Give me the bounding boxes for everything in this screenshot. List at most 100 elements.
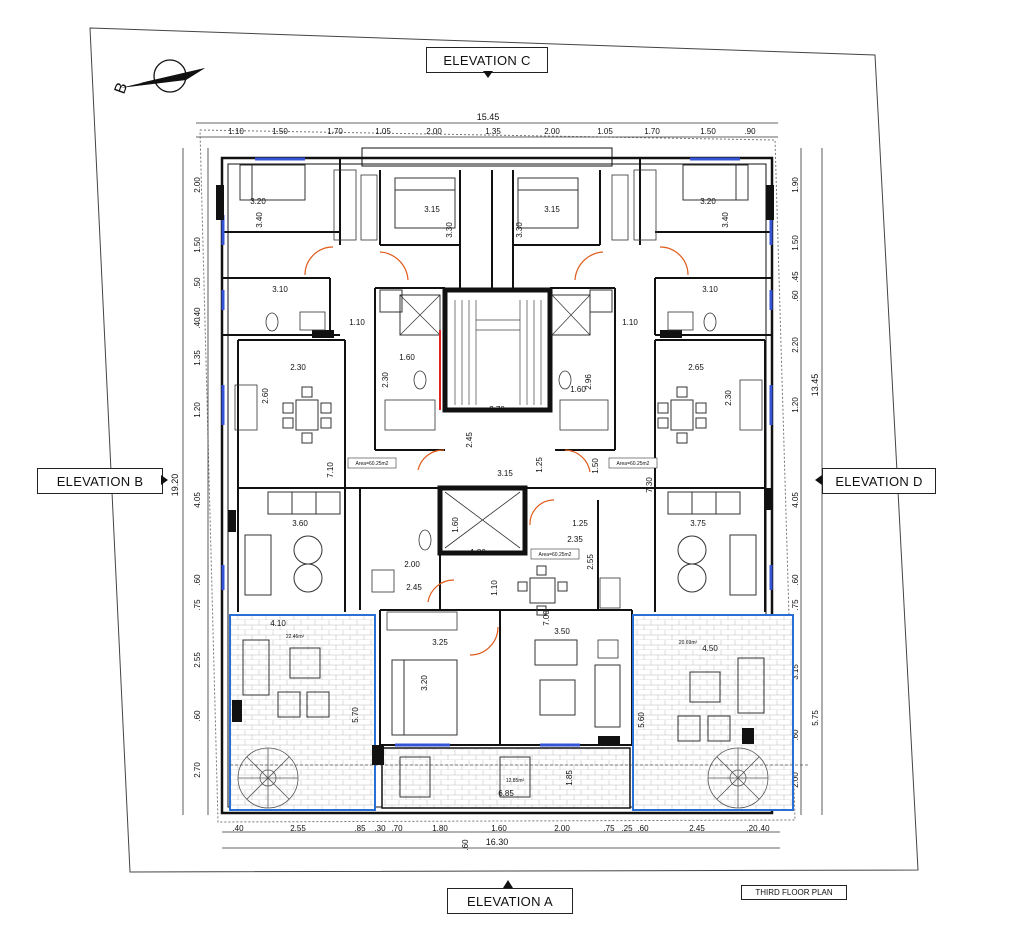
top-balcony bbox=[361, 147, 613, 167]
dim-top-1: 1.50 bbox=[272, 127, 288, 136]
dim-left-4: .40 bbox=[193, 317, 202, 329]
dim-bottom-total: 16.30 bbox=[486, 837, 509, 847]
room-dim-lift-h: 1.80 bbox=[470, 548, 486, 557]
dim-bottom-extra: .60 bbox=[461, 839, 470, 851]
plan-title: THIRD FLOOR PLAN bbox=[741, 885, 847, 900]
room-dim-bed-tl-v: 3.40 bbox=[255, 212, 264, 228]
room-dim-veranda-l: 4.10 bbox=[270, 619, 286, 628]
room-dim-kitchen-r: 2.65 bbox=[688, 363, 704, 372]
dim-left-8: .60 bbox=[193, 574, 202, 586]
dim-right-6: 4.05 bbox=[791, 492, 800, 508]
room-dim-bed-tc2: 3.15 bbox=[544, 205, 560, 214]
dim-right-12: 2.00 bbox=[791, 772, 800, 788]
room-dim-shaft-v: 1.10 bbox=[490, 580, 499, 596]
dim-bottom-4: .70 bbox=[391, 824, 403, 833]
dim-top-6: 2.00 bbox=[544, 127, 560, 136]
dim-bottom-9: .25 bbox=[621, 824, 633, 833]
room-dim-wc-l: 1.10 bbox=[349, 318, 365, 327]
stair-core bbox=[379, 287, 613, 556]
dim-top-2: 1.70 bbox=[327, 127, 343, 136]
area-tag-box-area-tag-c bbox=[530, 548, 580, 560]
dim-right-4: 2.20 bbox=[791, 337, 800, 353]
dim-right-1: 1.50 bbox=[791, 235, 800, 251]
dim-left-1: 1.50 bbox=[193, 237, 202, 253]
area-tag-area-tag-c: Area=60.25m2 bbox=[539, 552, 572, 558]
dim-top-total: 15.45 bbox=[477, 112, 500, 122]
room-dim-lobby-v2: 1.50 bbox=[591, 458, 600, 474]
dim-right-8: .75 bbox=[791, 599, 800, 611]
beds bbox=[239, 164, 749, 736]
room-dim-bath-tl: 3.10 bbox=[272, 285, 288, 294]
room-dim-veranda-r: 4.50 bbox=[702, 644, 718, 653]
area-balcony-center: 12.85m² bbox=[506, 778, 525, 784]
elevation-b-label: ELEVATION B bbox=[37, 468, 163, 494]
dim-top-0: 1.10 bbox=[228, 127, 244, 136]
area-tag-area-tag-l: Area=60.25m2 bbox=[356, 461, 389, 467]
dim-left-6: 1.20 bbox=[193, 402, 202, 418]
dim-bottom-1: 2.55 bbox=[290, 824, 306, 833]
dim-right-2: .45 bbox=[791, 271, 800, 283]
room-dim-corr-b: 2.45 bbox=[406, 583, 422, 592]
elevation-a-label: ELEVATION A bbox=[447, 888, 573, 914]
dim-right-7: .60 bbox=[791, 574, 800, 586]
room-dim-balcony-c: 6.85 bbox=[498, 789, 514, 798]
dim-right-9: 3.15 bbox=[791, 664, 800, 680]
left-dimensions bbox=[182, 148, 209, 815]
sanitary-fixtures bbox=[234, 311, 763, 659]
room-dim-bed-tl: 3.20 bbox=[250, 197, 266, 206]
dim-bottom-11: 2.45 bbox=[689, 824, 705, 833]
dim-right-0: 1.90 bbox=[791, 177, 800, 193]
room-dim-living-r: 3.75 bbox=[690, 519, 706, 528]
area-tag-box-area-tag-r bbox=[608, 457, 658, 469]
room-dim-bed-tc1-v: 3.30 bbox=[445, 222, 454, 238]
room-dim-stair-v: 2.45 bbox=[465, 432, 474, 448]
windows bbox=[221, 157, 773, 747]
dim-bottom-0: .40 bbox=[232, 824, 244, 833]
room-dim-bed-tr: 3.20 bbox=[700, 197, 716, 206]
dim-left-11: .60 bbox=[193, 710, 202, 722]
site-boundary bbox=[89, 27, 919, 873]
dim-right-3: .60 bbox=[791, 290, 800, 302]
dim-top-8: 1.70 bbox=[644, 127, 660, 136]
dim-top-7: 1.05 bbox=[597, 127, 613, 136]
sofas bbox=[242, 491, 765, 798]
dim-top-4: 2.00 bbox=[426, 127, 442, 136]
dim-bottom-5: 1.80 bbox=[432, 824, 448, 833]
dim-left-9: .75 bbox=[193, 599, 202, 611]
room-dim-corr-d: 2.35 bbox=[567, 535, 583, 544]
top-dimensions bbox=[196, 122, 778, 138]
area-tag-box-area-tag-l bbox=[347, 457, 397, 469]
dim-right-outer: 13.45 bbox=[810, 374, 820, 397]
spiral-stair-right bbox=[707, 747, 769, 809]
dim-right-5: 1.20 bbox=[791, 397, 800, 413]
room-dim-corr-a: 2.00 bbox=[404, 560, 420, 569]
room-dim-wc-r: 1.10 bbox=[622, 318, 638, 327]
spiral-stair-left bbox=[237, 747, 299, 809]
bottom-dimensions bbox=[222, 831, 780, 849]
room-dim-lobby-v1: 1.25 bbox=[535, 457, 544, 473]
dim-top-3: 1.05 bbox=[375, 127, 391, 136]
room-dim-kitchen-l-v: 2.60 bbox=[261, 388, 270, 404]
dim-top-9: 1.50 bbox=[700, 127, 716, 136]
dim-left-12: 2.70 bbox=[193, 762, 202, 778]
dim-right-11: 5.75 bbox=[811, 710, 820, 726]
room-dim-bed-c-v: 3.20 bbox=[420, 675, 429, 691]
room-dim-corr-c: 1.25 bbox=[572, 519, 588, 528]
dim-bottom-3: .30 bbox=[374, 824, 386, 833]
room-dim-bed-c: 3.25 bbox=[432, 638, 448, 647]
room-dim-veranda-r-v: 5.60 bbox=[637, 712, 646, 728]
dim-right-10: .60 bbox=[791, 729, 800, 741]
dim-left-outer: 19.20 bbox=[170, 474, 180, 497]
dim-left-7: 4.05 bbox=[193, 492, 202, 508]
room-dim-living-c-v: 7.00 bbox=[542, 610, 551, 626]
room-dim-living-l-v: 7.10 bbox=[326, 462, 335, 478]
room-dim-bath-cr: 1.60 bbox=[570, 385, 586, 394]
dim-bottom-13: .40 bbox=[758, 824, 770, 833]
room-dim-bath-cr-v: 2.96 bbox=[584, 374, 593, 390]
wardrobes bbox=[333, 169, 657, 631]
room-dim-bed-tc1: 3.15 bbox=[424, 205, 440, 214]
room-dim-veranda-l-v: 5.70 bbox=[351, 707, 360, 723]
room-dim-bed-tr-v: 3.40 bbox=[721, 212, 730, 228]
